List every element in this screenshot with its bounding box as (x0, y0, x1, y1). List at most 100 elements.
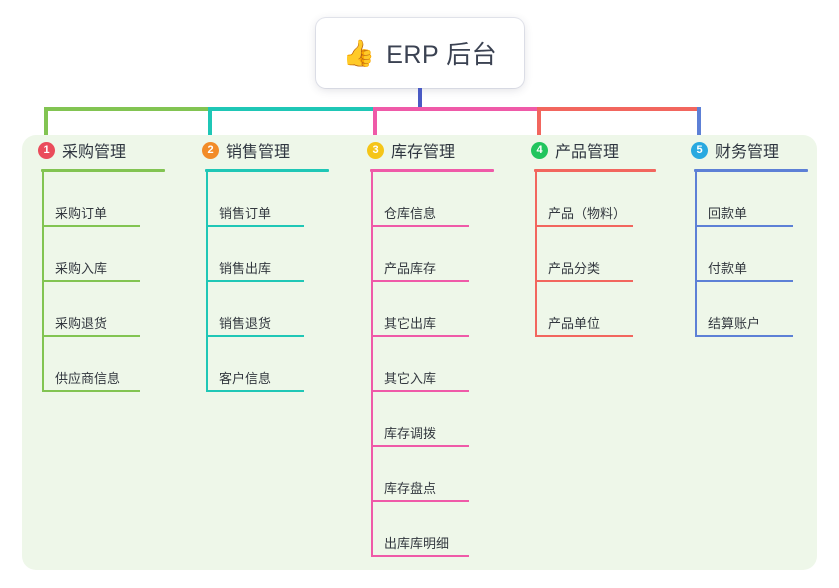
branch-header-2[interactable]: 2 销售管理 (186, 135, 346, 165)
branch-title: 采购管理 (62, 144, 127, 161)
branch-spine (206, 172, 208, 392)
branch-item-rule (42, 280, 140, 282)
branch-drop-line-4 (537, 107, 541, 157)
branch-item-label: 销售退货 (219, 316, 272, 331)
branch-item-rule (371, 500, 469, 502)
branch-items: 仓库信息产品库存其它出库其它入库库存调拨库存盘点出库库明细 (351, 172, 511, 557)
branch-item-rule (535, 335, 633, 337)
branch-item[interactable]: 销售退货 (206, 282, 346, 337)
branch-drop-line-3 (373, 107, 377, 157)
branch-column-5: 5 财务管理回款单付款单结算账户 (675, 135, 825, 337)
branch-title: 财务管理 (715, 144, 780, 161)
branch-item[interactable]: 结算账户 (695, 282, 825, 337)
branch-item[interactable]: 回款单 (695, 172, 825, 227)
branch-item[interactable]: 产品分类 (535, 227, 673, 282)
branch-item-label: 产品（物料） (548, 206, 627, 221)
branch-item-label: 销售出库 (219, 261, 272, 276)
branch-item-label: 库存盘点 (384, 481, 437, 496)
branch-number-badge: 3 (367, 141, 384, 159)
branch-spine (371, 172, 373, 557)
branch-item-rule (206, 280, 304, 282)
branch-title: 销售管理 (226, 144, 291, 161)
bus-segment-3 (373, 107, 541, 111)
branch-item-rule (535, 280, 633, 282)
branch-item[interactable]: 采购订单 (42, 172, 182, 227)
branch-item-rule (42, 225, 140, 227)
branch-item-label: 销售订单 (219, 206, 272, 221)
bus-segment-4 (537, 107, 701, 111)
branch-item[interactable]: 库存调拨 (371, 392, 511, 447)
bus-segment-1 (44, 107, 212, 111)
branch-item-rule (371, 335, 469, 337)
branch-item[interactable]: 产品（物料） (535, 172, 673, 227)
branch-items: 回款单付款单结算账户 (675, 172, 825, 337)
branch-item[interactable]: 销售订单 (206, 172, 346, 227)
branch-item-rule (371, 280, 469, 282)
bus-segment-2 (208, 107, 377, 111)
branch-item-rule (695, 280, 793, 282)
branch-item-rule (371, 390, 469, 392)
branch-item-label: 产品单位 (548, 316, 601, 331)
branch-item-label: 供应商信息 (55, 371, 121, 386)
branch-number-badge: 2 (202, 141, 219, 159)
branch-item[interactable]: 其它出库 (371, 282, 511, 337)
branch-item-label: 产品分类 (548, 261, 601, 276)
branch-item[interactable]: 库存盘点 (371, 447, 511, 502)
branch-item[interactable]: 出库库明细 (371, 502, 511, 557)
branch-item[interactable]: 采购入库 (42, 227, 182, 282)
branch-items: 产品（物料） 产品分类产品单位 (515, 172, 673, 337)
branch-item[interactable]: 其它入库 (371, 337, 511, 392)
branch-header-5[interactable]: 5 财务管理 (675, 135, 825, 165)
branch-number-badge: 5 (691, 141, 708, 159)
branch-item-rule (206, 225, 304, 227)
branch-item-label: 采购入库 (55, 261, 108, 276)
branch-header-rule (370, 169, 494, 172)
branch-item-label: 回款单 (708, 206, 748, 221)
branch-item[interactable]: 产品单位 (535, 282, 673, 337)
branch-items: 销售订单销售出库销售退货客户信息 (186, 172, 346, 392)
branch-item-label: 其它出库 (384, 316, 437, 331)
branch-item[interactable]: 仓库信息 (371, 172, 511, 227)
branch-drop-line-5 (697, 107, 701, 157)
branch-item[interactable]: 产品库存 (371, 227, 511, 282)
branch-item[interactable]: 付款单 (695, 227, 825, 282)
branch-item[interactable]: 采购退货 (42, 282, 182, 337)
branch-item-label: 结算账户 (708, 316, 761, 331)
branch-item-rule (371, 225, 469, 227)
root-title: ERP 后台 (386, 41, 498, 69)
branch-item-label: 采购订单 (55, 206, 108, 221)
branch-item[interactable]: 销售出库 (206, 227, 346, 282)
branch-number-badge: 4 (531, 141, 548, 159)
branch-item-rule (206, 335, 304, 337)
branch-spine (695, 172, 697, 337)
branch-item-label: 仓库信息 (384, 206, 437, 221)
branch-item[interactable]: 客户信息 (206, 337, 346, 392)
branch-item[interactable]: 供应商信息 (42, 337, 182, 392)
branch-item-rule (42, 335, 140, 337)
branch-item-rule (535, 225, 633, 227)
branch-item-label: 出库库明细 (384, 536, 450, 551)
branch-item-rule (695, 335, 793, 337)
branch-header-rule (41, 169, 165, 172)
branch-item-label: 客户信息 (219, 371, 272, 386)
root-node[interactable]: 👍 ERP 后台 (316, 18, 524, 88)
branch-items: 采购订单采购入库采购退货供应商信息 (22, 172, 182, 392)
branch-item-label: 付款单 (708, 261, 748, 276)
branch-item-rule (371, 445, 469, 447)
branch-header-rule (694, 169, 808, 172)
branch-item-rule (695, 225, 793, 227)
thumbs-up-icon: 👍 (342, 38, 376, 68)
branch-item-rule (371, 555, 469, 557)
branch-header-rule (205, 169, 329, 172)
branch-spine (42, 172, 44, 392)
branch-column-2: 2 销售管理销售订单销售出库销售退货客户信息 (186, 135, 346, 392)
branch-item-rule (42, 390, 140, 392)
